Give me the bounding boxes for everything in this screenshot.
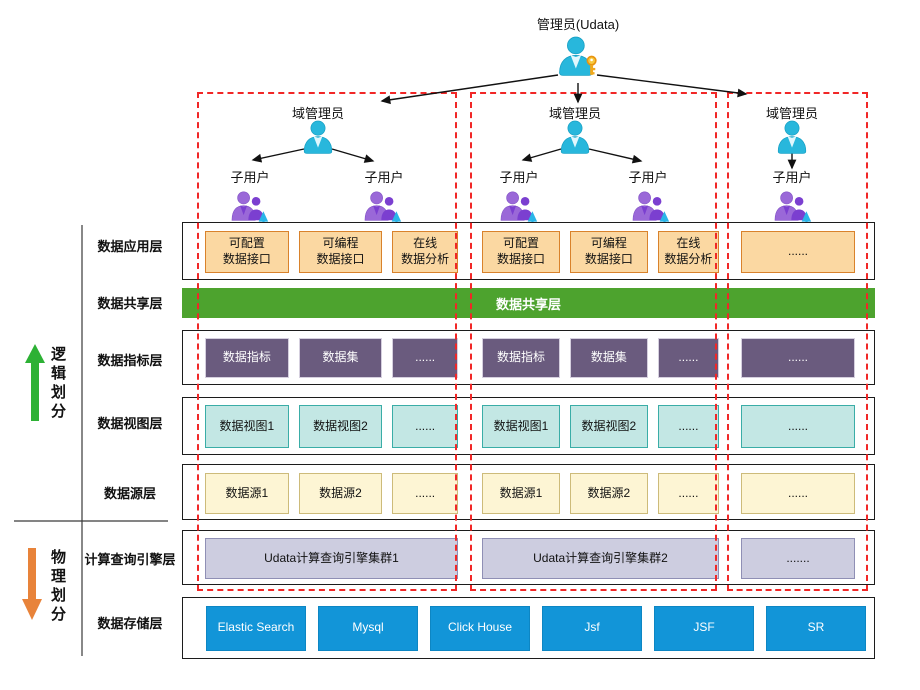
storage-box: Jsf (542, 605, 642, 651)
logical-up-arrow (25, 344, 45, 421)
metric-box: 数据指标 (205, 338, 289, 378)
layer-label-metric: 数据指标层 (97, 353, 163, 368)
row-data-storage-layer: Elastic Search Mysql Click House Jsf JSF… (182, 597, 875, 659)
sub-user-label: 子用户 (230, 170, 270, 185)
physical-down-arrow (22, 548, 42, 620)
row-data-metric-layer: 数据指标 数据集 ...... 数据指标 数据集 ...... ...... (182, 330, 875, 385)
app-box: 在线 数据分析 (392, 231, 458, 273)
engine-box-ellipsis: ....... (741, 538, 855, 579)
app-box-ellipsis: ...... (741, 231, 855, 273)
app-box: 可编程 数据接口 (569, 231, 648, 273)
domain-admin-label: 域管理员 (765, 106, 818, 121)
app-box: 可配置 数据接口 (482, 231, 560, 273)
engine-cluster-box: Udata计算查询引擎集群2 (482, 538, 719, 579)
metric-box: ...... (392, 338, 458, 378)
domain-admin-label: 域管理员 (548, 106, 601, 121)
sub-user-label: 子用户 (772, 170, 812, 185)
sub-users-icon (230, 191, 271, 222)
domain-admin-icon (776, 120, 808, 154)
row-data-source-layer: 数据源1 数据源2 ...... 数据源1 数据源2 ...... ...... (182, 464, 875, 520)
source-box: 数据源1 (482, 473, 560, 514)
app-box: 在线 数据分析 (657, 231, 720, 273)
source-box: ...... (392, 473, 458, 514)
domain-admin-icon (559, 120, 591, 154)
source-box: 数据源2 (569, 473, 648, 514)
storage-box: SR (766, 605, 866, 651)
logical-division-label: 逻辑划分 (49, 346, 66, 422)
row-data-view-layer: 数据视图1 数据视图2 ...... 数据视图1 数据视图2 ...... ..… (182, 397, 875, 455)
sub-users-icon (363, 191, 404, 222)
app-box: 可配置 数据接口 (205, 231, 289, 273)
metric-box: 数据集 (569, 338, 648, 378)
layer-label-engine: 计算查询引擎层 (84, 552, 176, 567)
source-box: 数据源2 (298, 473, 383, 514)
layer-label-app: 数据应用层 (97, 239, 163, 254)
physical-division-label: 物理划分 (49, 549, 66, 625)
data-share-layer-bar: 数据共享层 (182, 288, 875, 318)
view-box: 数据视图2 (569, 405, 648, 448)
layer-label-view: 数据视图层 (97, 416, 163, 431)
app-box: 可编程 数据接口 (298, 231, 383, 273)
row-data-app-layer: 可配置 数据接口 可编程 数据接口 在线 数据分析 可配置 数据接口 可编程 数… (182, 222, 875, 280)
metric-box: 数据集 (298, 338, 383, 378)
view-box: 数据视图1 (482, 405, 560, 448)
sub-users-icon (499, 191, 540, 222)
layer-label-storage: 数据存储层 (97, 616, 163, 631)
storage-box: JSF (654, 605, 754, 651)
source-box: 数据源1 (205, 473, 289, 514)
metric-box-ellipsis: ...... (741, 338, 855, 378)
layer-label-source: 数据源层 (103, 486, 156, 501)
source-box: ...... (657, 473, 720, 514)
view-box: ...... (392, 405, 458, 448)
domain-admin-label: 域管理员 (291, 106, 344, 121)
root-admin-label: 管理员(Udata) (536, 17, 620, 32)
storage-box: Elastic Search (206, 605, 306, 651)
view-box: ...... (657, 405, 720, 448)
sub-user-label: 子用户 (499, 170, 539, 185)
storage-box: Click House (430, 605, 530, 651)
sub-user-label: 子用户 (628, 170, 668, 185)
sub-users-icon (773, 191, 814, 222)
sub-users-icon (631, 191, 672, 222)
view-box: 数据视图1 (205, 405, 289, 448)
engine-cluster-box: Udata计算查询引擎集群1 (205, 538, 458, 579)
layer-label-share: 数据共享层 (97, 296, 163, 311)
view-box-ellipsis: ...... (741, 405, 855, 448)
metric-box: 数据指标 (482, 338, 560, 378)
metric-box: ...... (657, 338, 720, 378)
view-box: 数据视图2 (298, 405, 383, 448)
admin-user-key-icon (558, 36, 600, 78)
row-compute-engine-layer: Udata计算查询引擎集群1 Udata计算查询引擎集群2 ....... (182, 530, 875, 585)
domain-admin-icon (302, 120, 334, 154)
storage-box: Mysql (318, 605, 418, 651)
source-box-ellipsis: ...... (741, 473, 855, 514)
sub-user-label: 子用户 (364, 170, 404, 185)
